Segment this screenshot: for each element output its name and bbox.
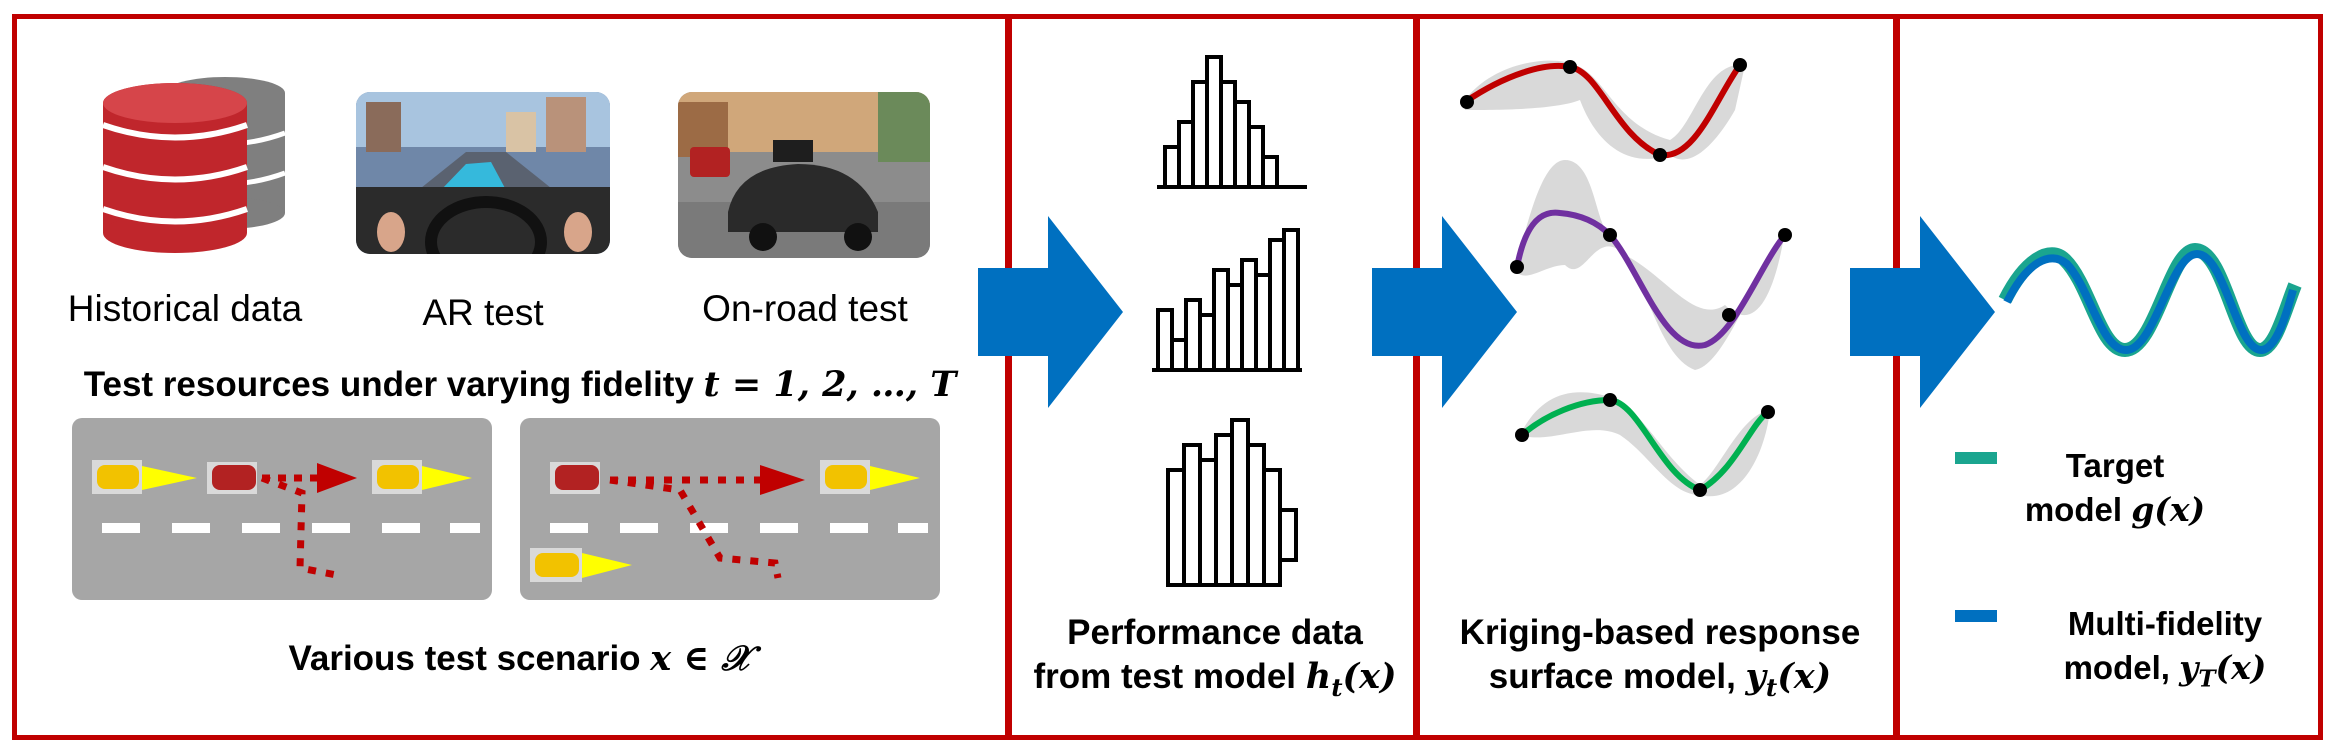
road-scenario-1 bbox=[72, 418, 492, 600]
scenario-label-math: x ∈ 𝒳 bbox=[650, 638, 752, 679]
legend-target-line2: model g(x) bbox=[2010, 490, 2220, 530]
historical-data-label: Historical data bbox=[67, 288, 303, 329]
scenario-label-text: Various test scenario bbox=[288, 639, 651, 678]
legend-multi-line2-text: model, bbox=[2063, 649, 2180, 686]
kriging-curve-purple bbox=[1510, 160, 1792, 370]
ar-test-label: AR test bbox=[422, 292, 544, 333]
legend-multi-line2: model, yT(x) bbox=[2020, 648, 2310, 693]
on-road-test-image bbox=[678, 92, 930, 258]
legend-target-line2-text: model bbox=[2024, 491, 2132, 528]
arrow-2-icon bbox=[1372, 216, 1517, 408]
performance-math: ht(x) bbox=[1305, 656, 1397, 702]
database-icon bbox=[102, 77, 286, 253]
legend-target-math: g(x) bbox=[2131, 490, 2206, 529]
legend-target-line1: Target bbox=[2065, 447, 2165, 484]
kriging-label-line2-text: surface model, bbox=[1488, 657, 1746, 696]
legend-multi-swatch bbox=[1955, 610, 1997, 622]
arrow-1-icon bbox=[978, 216, 1123, 408]
kriging-label-line1: Kriging-based response bbox=[1459, 613, 1861, 652]
performance-label-line2-text: from test model bbox=[1033, 657, 1306, 696]
performance-label-line2: from test model ht(x) bbox=[1020, 656, 1410, 702]
on-road-test-label: On-road test bbox=[702, 288, 908, 329]
legend-target-swatch bbox=[1955, 452, 1997, 464]
road-scenario-2 bbox=[520, 418, 940, 600]
kriging-curve-green bbox=[1515, 392, 1775, 497]
fidelity-heading-text: Test resources under varying fidelity bbox=[83, 365, 704, 404]
fidelity-heading: Test resources under varying fidelity t … bbox=[40, 364, 1000, 406]
panel-multi-fidelity bbox=[1893, 14, 2323, 740]
kriging-math: yt(x) bbox=[1745, 656, 1832, 702]
fidelity-heading-math: t = 1, 2, …, T bbox=[703, 364, 957, 405]
legend-multi-line1: Multi-fidelity bbox=[2067, 605, 2263, 642]
sine-wave-comparison bbox=[1998, 242, 2302, 358]
kriging-label-line2: surface model, yt(x) bbox=[1420, 656, 1900, 702]
arrow-3-icon bbox=[1850, 216, 1995, 408]
histogram-2 bbox=[1152, 228, 1302, 372]
ar-test-image bbox=[356, 92, 610, 254]
scenario-label: Various test scenario x ∈ 𝒳 bbox=[40, 638, 1000, 680]
histogram-3 bbox=[1166, 418, 1298, 587]
performance-label-line1: Performance data bbox=[1067, 613, 1363, 652]
kriging-curve-red bbox=[1460, 58, 1747, 162]
legend-multi-math: yT(x) bbox=[2179, 648, 2267, 693]
histogram-1 bbox=[1157, 55, 1307, 189]
